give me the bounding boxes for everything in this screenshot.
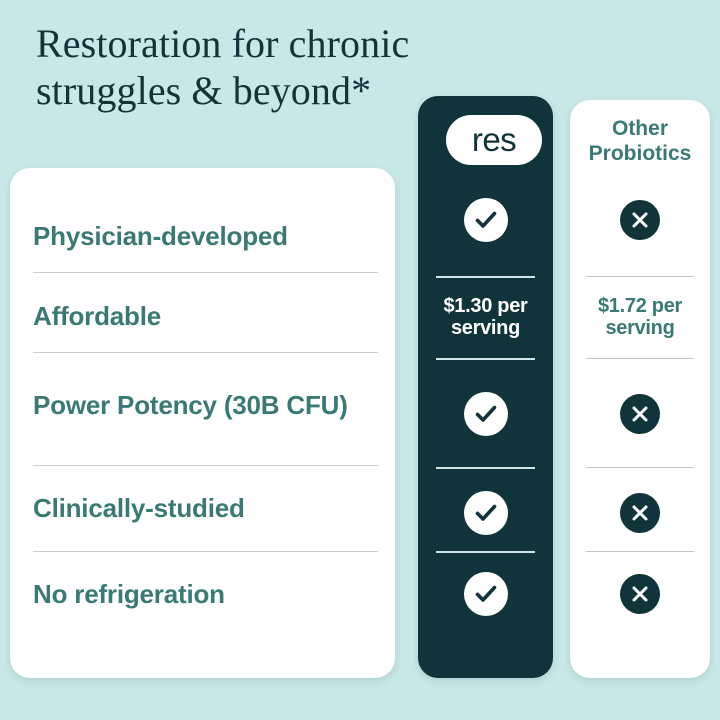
- feature-divider: [33, 465, 378, 466]
- res-column-card: res $1.30 per serving: [418, 96, 553, 678]
- other-title-line2: Probiotics: [588, 142, 692, 166]
- res-divider: [436, 467, 535, 469]
- feature-label-affordable: Affordable: [33, 301, 162, 332]
- res-logo: res: [446, 115, 542, 165]
- other-probiotics-card: Other Probiotics $1.72 per serving: [570, 100, 710, 678]
- other-price-line1: $1.72 per: [597, 294, 683, 317]
- x-icon: [620, 394, 660, 434]
- other-divider: [586, 276, 694, 277]
- other-price-line2: serving: [605, 317, 675, 339]
- res-logo-label: res: [471, 120, 517, 158]
- x-icon: [620, 200, 660, 240]
- other-probiotics-title: Other Probiotics: [570, 116, 710, 166]
- other-divider: [586, 358, 694, 359]
- x-icon: [620, 493, 660, 533]
- check-icon: [463, 491, 508, 535]
- page-title: Restoration for chronic struggles & beyo…: [36, 21, 410, 114]
- res-cell-clinically-studied: [418, 485, 553, 541]
- other-cell-no-refrigeration: [570, 566, 710, 622]
- other-title-line1: Other: [611, 117, 668, 140]
- check-icon: [463, 392, 508, 436]
- res-price-line2: serving: [450, 317, 521, 339]
- other-cell-clinically-studied: [570, 485, 710, 541]
- res-cell-physician-developed: [418, 192, 553, 248]
- feature-label-power-potency: Power Potency (30B CFU): [33, 390, 348, 421]
- res-divider: [436, 276, 535, 278]
- feature-label-no-refrigeration: No refrigeration: [33, 579, 225, 610]
- check-icon: [463, 198, 508, 242]
- feature-divider: [33, 352, 378, 353]
- res-cell-no-refrigeration: [418, 566, 553, 622]
- feature-label-physician-developed: Physician-developed: [33, 221, 288, 252]
- features-card: Physician-developed Affordable Power Pot…: [10, 168, 395, 678]
- other-divider: [586, 551, 694, 552]
- check-icon: [463, 572, 508, 616]
- feature-label-clinically-studied: Clinically-studied: [33, 493, 245, 524]
- res-divider: [436, 551, 535, 553]
- x-icon: [620, 574, 660, 614]
- res-divider: [436, 358, 535, 360]
- other-divider: [586, 467, 694, 468]
- feature-divider: [33, 272, 378, 273]
- res-cell-power-potency: [418, 386, 553, 442]
- res-cell-price: $1.30 per serving: [418, 286, 553, 348]
- other-cell-price: $1.72 per serving: [570, 286, 710, 348]
- other-cell-power-potency: [570, 386, 710, 442]
- res-price-line1: $1.30 per: [443, 294, 528, 317]
- other-cell-physician-developed: [570, 192, 710, 248]
- feature-divider: [33, 551, 378, 552]
